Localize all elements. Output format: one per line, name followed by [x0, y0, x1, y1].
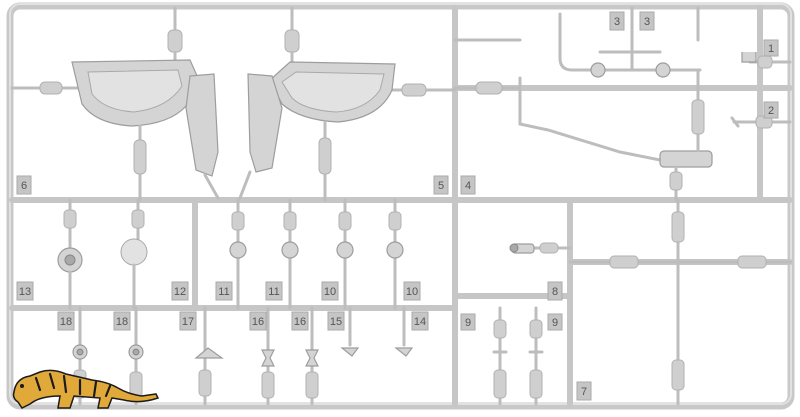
svg-text:18: 18 [116, 316, 128, 328]
tab-18b: 18 [113, 311, 131, 331]
svg-text:15: 15 [330, 316, 342, 328]
part-1-clip [741, 52, 792, 69]
tab-4: 4 [460, 175, 476, 195]
part-16-brackets [261, 306, 319, 406]
svg-text:8: 8 [552, 286, 558, 298]
tab-13: 13 [16, 281, 34, 301]
tab-6: 6 [16, 175, 32, 195]
svg-text:9: 9 [465, 317, 471, 329]
svg-text:2: 2 [768, 105, 774, 117]
tab-12: 12 [171, 281, 189, 301]
tab-1: 1 [763, 39, 779, 57]
svg-text:16: 16 [252, 316, 264, 328]
svg-text:11: 11 [218, 286, 229, 298]
svg-text:1: 1 [768, 43, 774, 55]
part-fender-right [238, 6, 457, 202]
tab-3b: 3 [639, 11, 655, 31]
svg-text:18: 18 [60, 316, 72, 328]
tab-14: 14 [411, 311, 429, 331]
svg-text:3: 3 [614, 16, 620, 28]
svg-text:3: 3 [644, 16, 650, 28]
part-12-disc [120, 198, 148, 310]
tab-16a: 16 [249, 311, 267, 331]
tab-5: 5 [433, 175, 449, 195]
part-pipe-assembly [453, 6, 713, 202]
part-9-pins [492, 306, 544, 406]
tab-11a: 11 [215, 281, 233, 301]
tab-15: 15 [327, 311, 345, 331]
svg-text:4: 4 [465, 180, 471, 192]
tab-2: 2 [763, 101, 779, 119]
svg-text:13: 13 [19, 286, 31, 298]
tab-11b: 11 [265, 281, 283, 301]
svg-text:12: 12 [174, 286, 186, 298]
svg-text:10: 10 [324, 286, 336, 298]
part-15-hook [340, 306, 360, 357]
part-number-tabs: 1 2 3 3 4 5 6 7 8 9 9 10 10 11 11 12 13 … [16, 11, 779, 401]
part-11-knobs [229, 198, 299, 310]
svg-text:9: 9 [552, 317, 558, 329]
part-17-bracket [194, 306, 224, 406]
svg-text:6: 6 [21, 180, 27, 192]
tab-17: 17 [179, 311, 197, 331]
tab-10a: 10 [321, 281, 339, 301]
part-fender-left [10, 6, 220, 202]
svg-text:10: 10 [406, 286, 418, 298]
tab-7: 7 [576, 381, 592, 401]
part-2-rod [730, 115, 792, 129]
tab-8: 8 [547, 281, 563, 301]
part-8-lever [509, 242, 572, 254]
part-14-hook [394, 306, 414, 357]
part-7-rod-assembly [568, 198, 792, 406]
svg-text:16: 16 [294, 316, 306, 328]
svg-text:17: 17 [182, 316, 194, 328]
tab-3a: 3 [609, 11, 625, 31]
tab-9a: 9 [460, 313, 476, 331]
part-10-knobs [336, 198, 404, 310]
tiger-logo [12, 369, 160, 409]
tab-10b: 10 [403, 281, 421, 301]
svg-text:14: 14 [414, 316, 426, 328]
svg-text:7: 7 [581, 386, 587, 398]
svg-text:11: 11 [268, 286, 279, 298]
part-13-wheel [57, 198, 83, 310]
svg-text:5: 5 [438, 180, 444, 192]
tab-16b: 16 [291, 311, 309, 331]
tab-9b: 9 [547, 313, 563, 331]
tab-18a: 18 [57, 311, 75, 331]
